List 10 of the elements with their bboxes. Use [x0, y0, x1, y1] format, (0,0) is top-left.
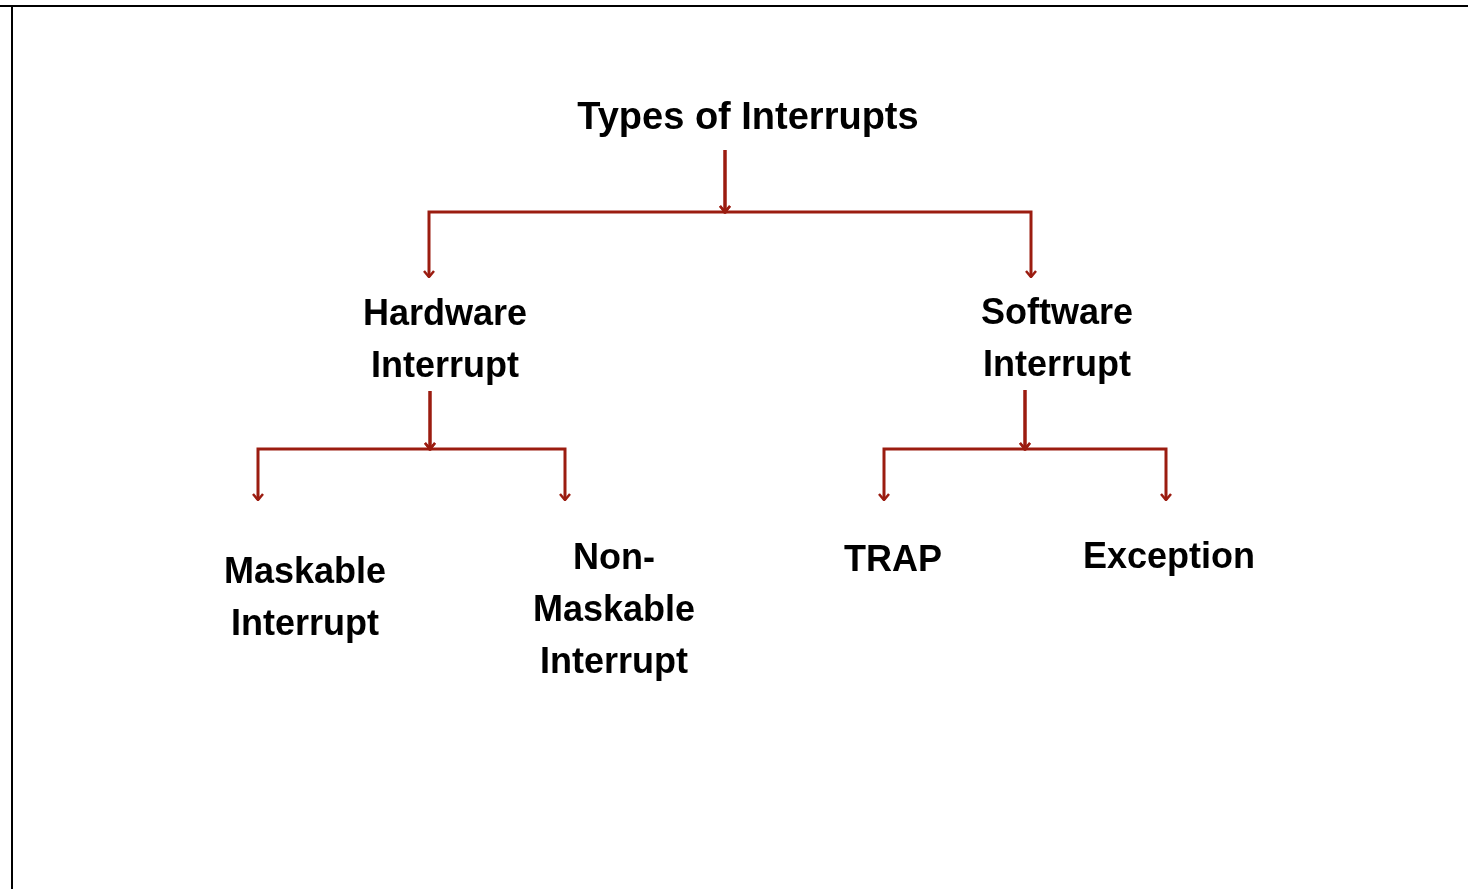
arrow	[719, 150, 1038, 279]
node-label: Maskable Interrupt	[223, 500, 387, 655]
node-label: Exception	[1083, 500, 1255, 588]
node-label: Non-Maskable Interrupt	[532, 500, 696, 693]
node-label: Hardware Interrupt	[362, 277, 528, 391]
node-label: TRAP	[844, 500, 942, 591]
arrow	[424, 391, 572, 502]
node-label: Software Interrupt	[981, 277, 1133, 390]
heading-label: Types of Interrupts	[577, 70, 919, 150]
arrow	[1019, 390, 1173, 502]
